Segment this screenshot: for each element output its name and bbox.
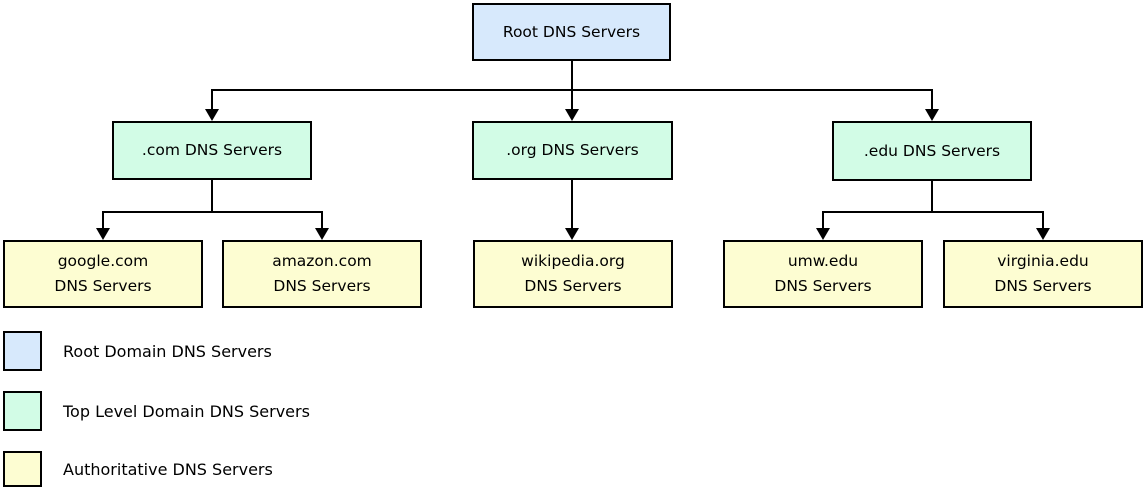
legend-label-root: Root Domain DNS Servers	[63, 341, 272, 361]
legend-item-authoritative: Authoritative DNS Servers	[3, 451, 273, 487]
node-auth-virginia: virginia.edu DNS Servers	[943, 240, 1143, 308]
node-tld-edu: .edu DNS Servers	[832, 121, 1032, 181]
legend-swatch-tld	[3, 391, 42, 431]
arrowhead-amazon	[315, 228, 329, 240]
arrowhead-virginia	[1036, 228, 1050, 240]
node-tld-com: .com DNS Servers	[112, 121, 312, 180]
legend-item-tld: Top Level Domain DNS Servers	[3, 391, 310, 431]
legend-label-authoritative: Authoritative DNS Servers	[63, 459, 273, 479]
arrowhead-google	[96, 228, 110, 240]
legend-swatch-authoritative	[3, 451, 42, 487]
arrowhead-org	[565, 109, 579, 121]
legend-label-tld: Top Level Domain DNS Servers	[63, 401, 310, 421]
arrowhead-com	[205, 109, 219, 121]
legend-swatch-root	[3, 331, 42, 371]
legend-item-root: Root Domain DNS Servers	[3, 331, 272, 371]
node-auth-amazon: amazon.com DNS Servers	[222, 240, 422, 308]
arrowhead-edu	[925, 109, 939, 121]
arrowhead-umw	[816, 228, 830, 240]
arrowhead-wikipedia	[565, 228, 579, 240]
node-auth-umw: umw.edu DNS Servers	[723, 240, 923, 308]
node-root-dns-servers: Root DNS Servers	[472, 3, 671, 61]
node-tld-org: .org DNS Servers	[472, 121, 673, 180]
node-auth-google: google.com DNS Servers	[3, 240, 203, 308]
node-auth-wikipedia: wikipedia.org DNS Servers	[473, 240, 673, 308]
